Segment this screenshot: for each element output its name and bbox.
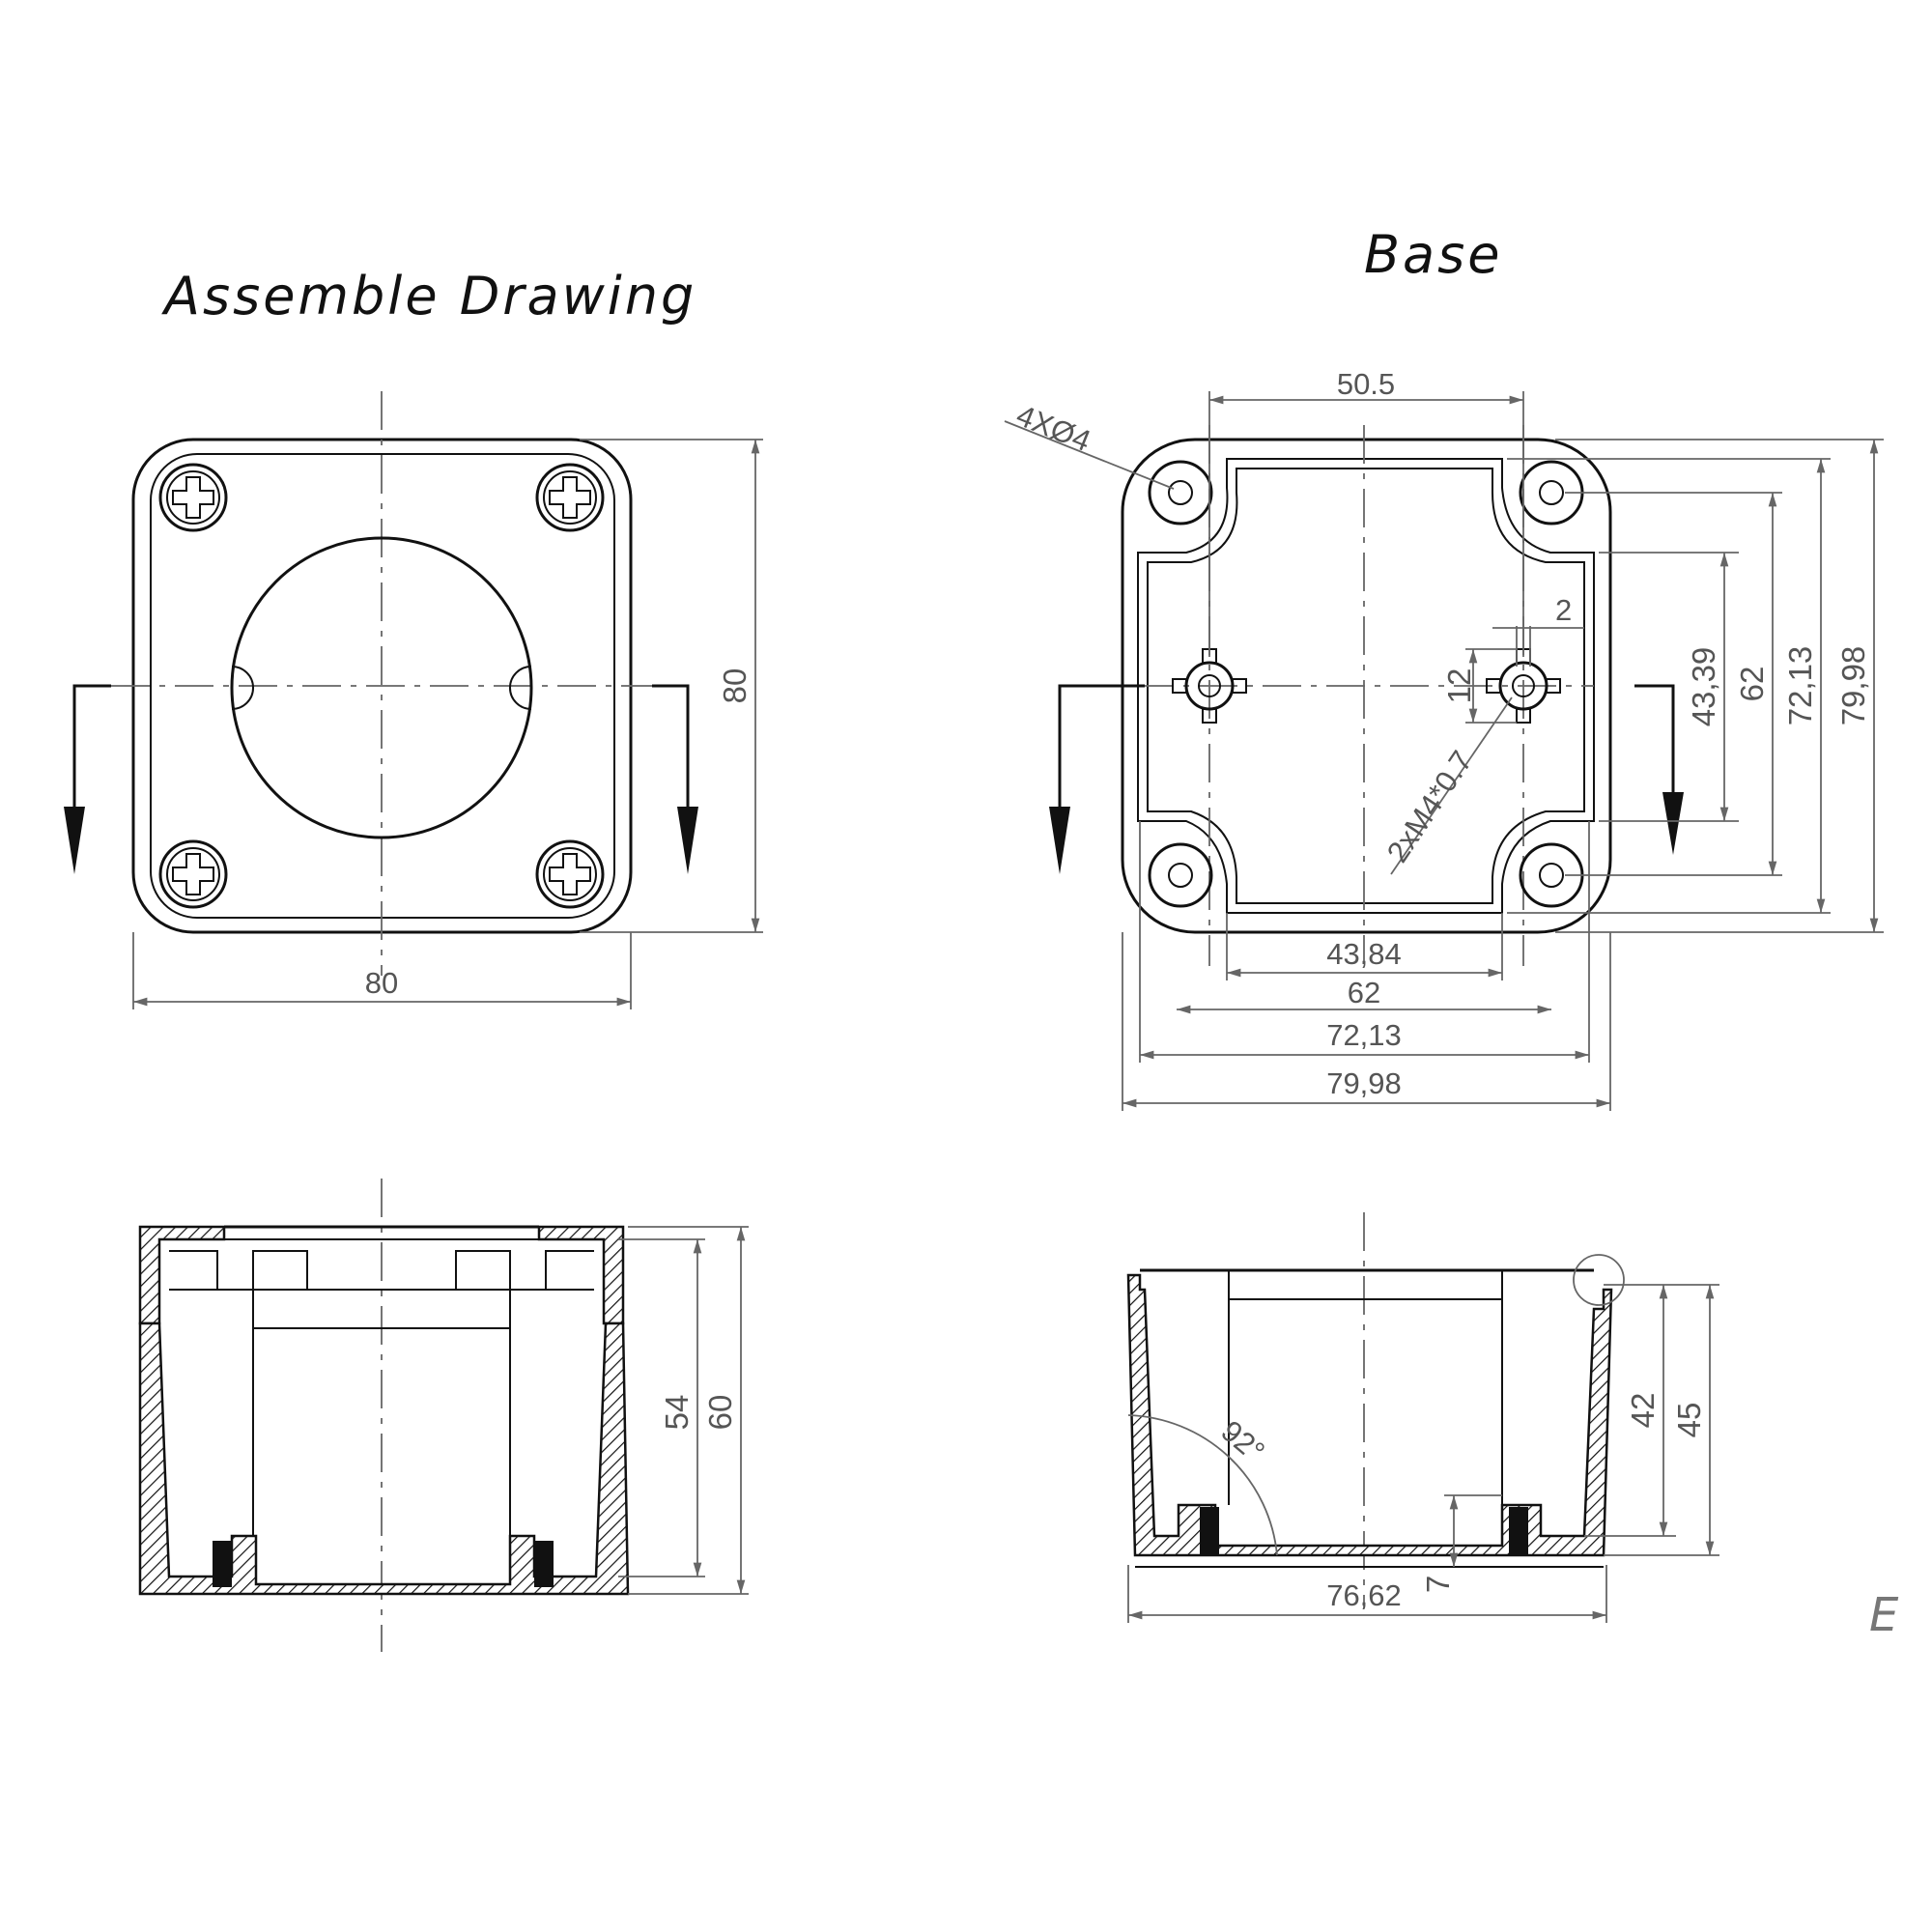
base-inner-height-dim: 42: [1625, 1393, 1661, 1429]
hole-spacing-dim: 50.5: [1337, 367, 1395, 401]
revision-mark: E: [1869, 1588, 1899, 1642]
detail-callout-icon: [1573, 1254, 1625, 1306]
base-width-dim: 76,62: [1326, 1578, 1402, 1612]
assemble-outer-height-dim: 60: [702, 1395, 738, 1431]
inner-height-dim: 43,39: [1686, 647, 1721, 727]
base-outer-height-dim: 45: [1671, 1403, 1707, 1438]
base-title: Base: [1364, 224, 1503, 285]
boss-offset-dim: 2: [1555, 593, 1572, 627]
screw-icon: [535, 839, 605, 909]
screw-icon: [158, 463, 228, 532]
outer-width-dim: 79,98: [1326, 1066, 1402, 1100]
boss-size-dim: 12: [1441, 668, 1477, 704]
gasket-height-dim: 72,13: [1782, 646, 1818, 726]
assemble-width-dim: 80: [365, 966, 398, 1000]
hole-pitch-h-dim: 62: [1348, 976, 1380, 1009]
base-section-view: 92° 42 45 7 76,62: [1126, 1212, 1719, 1623]
section-arrow-icon: [1662, 792, 1684, 855]
assemble-section-view: 54 60: [138, 1179, 749, 1652]
screw-icon: [535, 463, 605, 532]
assemble-inner-height-dim: 54: [659, 1395, 695, 1431]
thread-note: 2xM4*0.7: [1380, 745, 1479, 868]
assemble-top-view: 80 80: [64, 391, 763, 1009]
hole-pitch-v-dim: 62: [1734, 667, 1770, 702]
outer-height-dim: 79,98: [1835, 646, 1871, 726]
boss-icon: [1172, 648, 1247, 724]
inner-width-dim: 43,84: [1326, 937, 1402, 971]
draft-angle-label: 92°: [1215, 1414, 1271, 1469]
floor-thickness-dim: 7: [1420, 1576, 1456, 1593]
base-top-view: 50.5 4XØ4 2xM4*0.7 2 12 43,39 62 72,13 7…: [1004, 367, 1884, 1111]
section-arrow-icon: [677, 807, 698, 874]
section-arrow-icon: [1049, 807, 1070, 874]
gasket-width-dim: 72,13: [1326, 1018, 1402, 1052]
holes-note: 4XØ4: [1011, 398, 1095, 458]
screw-icon: [158, 839, 228, 909]
assemble-drawing-title: Assemble Drawing: [161, 266, 696, 327]
section-arrow-icon: [64, 807, 85, 874]
assemble-height-dim: 80: [717, 668, 753, 704]
